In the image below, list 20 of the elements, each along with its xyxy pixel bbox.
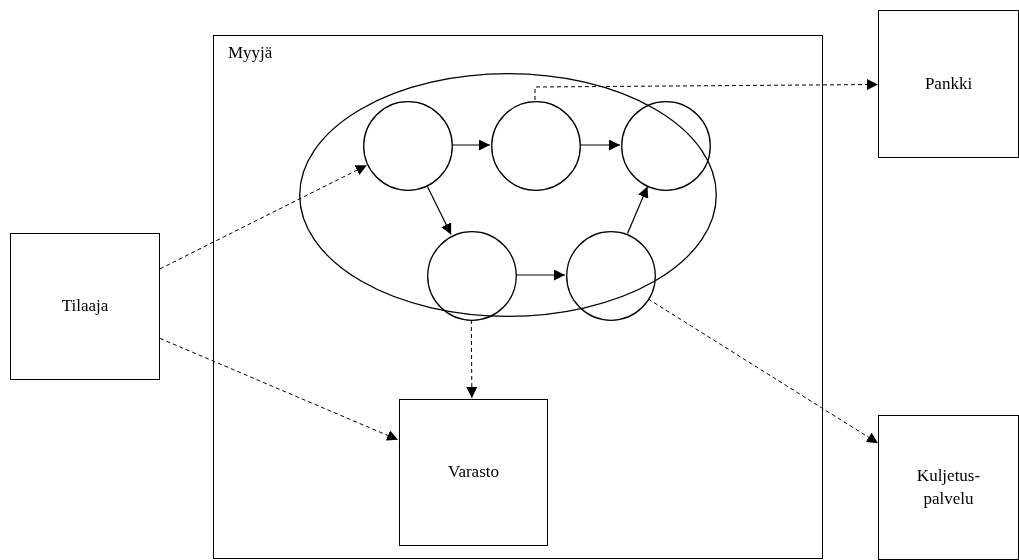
arrow <box>647 298 879 444</box>
box-label: Pankki <box>924 72 973 95</box>
group-label: Myyjä <box>228 42 273 64</box>
arrow <box>579 139 621 151</box>
arrow <box>159 337 399 441</box>
arrow <box>626 185 649 235</box>
process-box <box>10 233 160 380</box>
process-box <box>399 399 548 546</box>
group-box <box>213 35 823 559</box>
arrow <box>515 269 566 281</box>
arrow <box>534 79 879 101</box>
arrow <box>451 139 491 151</box>
process-box <box>878 415 1019 560</box>
box-label: Kuljetus- palvelu <box>915 465 982 510</box>
process-box <box>878 10 1019 158</box>
arrow <box>426 184 452 236</box>
box-label: Varasto <box>448 461 499 484</box>
arrow <box>466 319 478 399</box>
box-label: Tilaaja <box>61 295 109 318</box>
arrow <box>159 164 368 270</box>
